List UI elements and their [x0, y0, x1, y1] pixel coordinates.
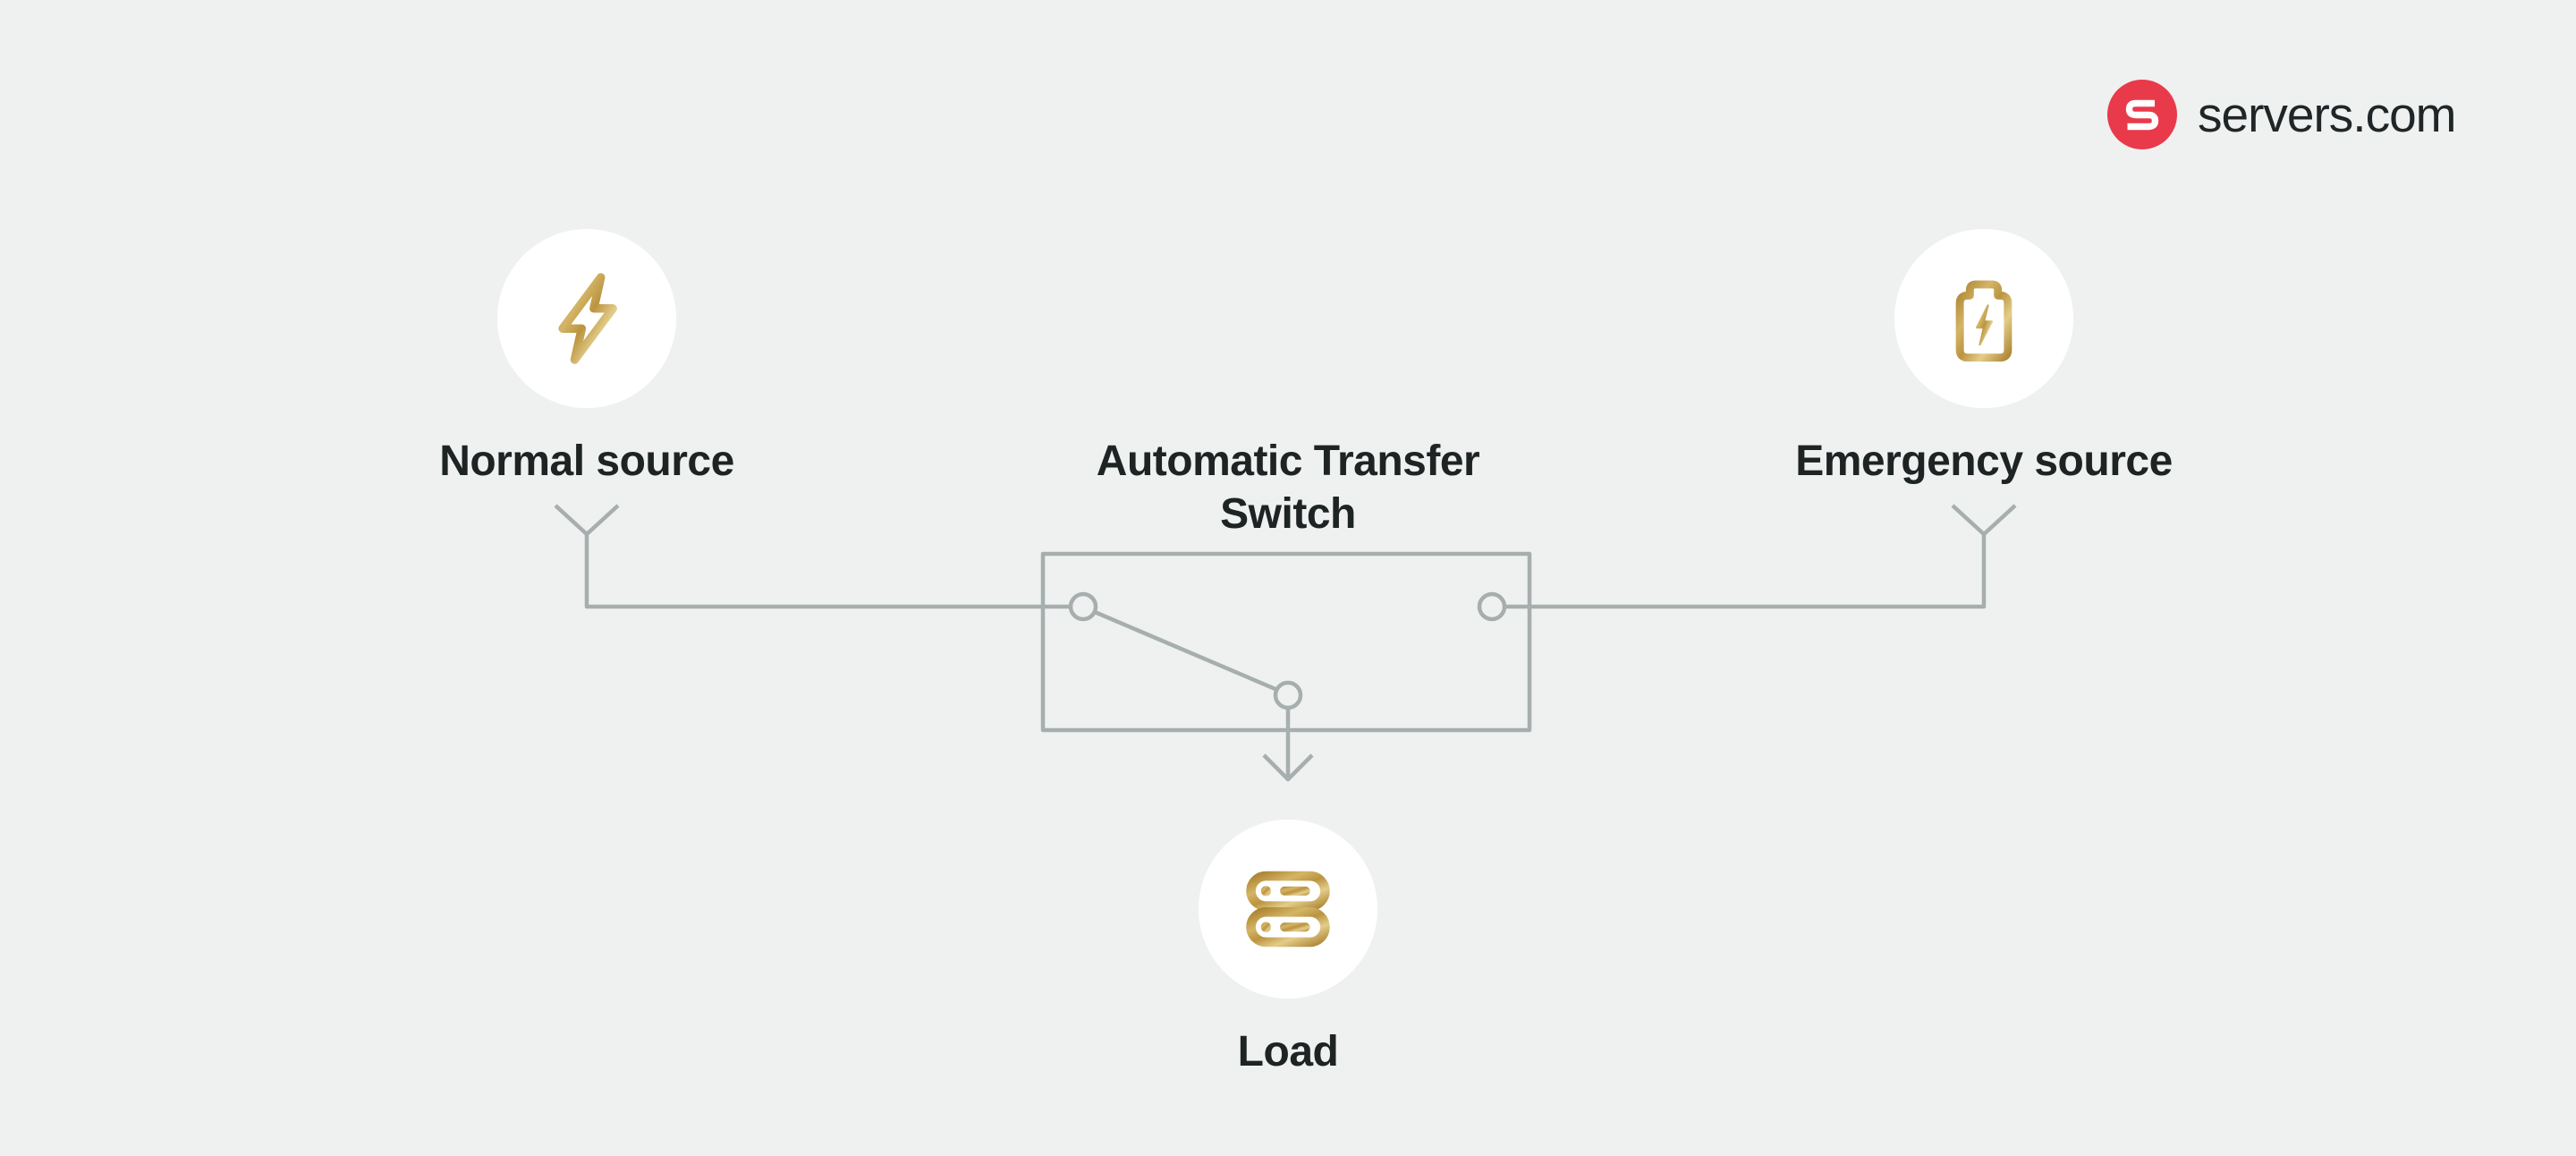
- switch-title-line2: Switch: [1220, 490, 1356, 538]
- emergency-feed-line: [1504, 534, 1987, 609]
- normal-feed-line: [584, 534, 1072, 609]
- emergency-source-label: Emergency source: [1795, 438, 2173, 485]
- normal-source-node: [497, 229, 676, 408]
- servers-logo: servers.com: [2107, 80, 2456, 149]
- normal-feed-fork: [554, 504, 620, 537]
- load-arrowhead-icon: [1262, 753, 1314, 782]
- load-node: [1199, 820, 1377, 999]
- lightning-bolt-icon: [558, 273, 617, 364]
- emergency-source-node: [1894, 229, 2073, 408]
- servers-logo-icon: [2107, 80, 2177, 149]
- servers-logo-text: servers.com: [2198, 87, 2456, 142]
- normal-source-label: Normal source: [439, 438, 734, 485]
- contact-emergency: [1477, 591, 1507, 622]
- battery-charging-icon: [1955, 280, 2012, 362]
- switch-blade: [1094, 609, 1278, 693]
- switch-title: Automatic Transfer Switch: [930, 435, 1646, 540]
- load-label: Load: [1237, 1028, 1339, 1075]
- contact-pivot: [1273, 680, 1303, 710]
- switch-title-line1: Automatic Transfer: [1096, 438, 1480, 485]
- server-stack-icon: [1246, 871, 1330, 948]
- emergency-feed-fork: [1951, 504, 2017, 537]
- contact-normal: [1068, 591, 1098, 622]
